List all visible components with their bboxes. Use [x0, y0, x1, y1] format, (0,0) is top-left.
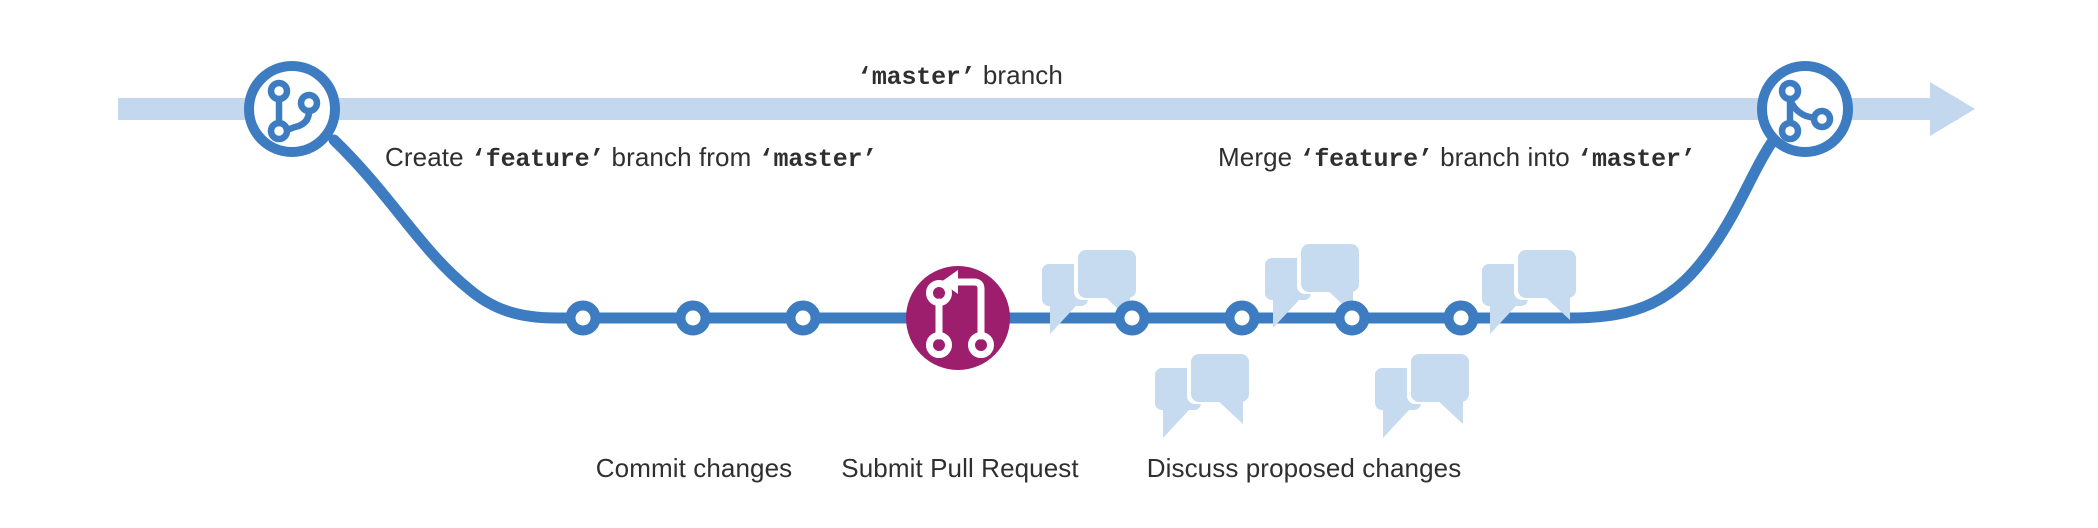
- pull-request-node[interactable]: [906, 266, 1010, 370]
- git-branch-icon: [267, 79, 321, 143]
- commit-dot[interactable]: [565, 300, 601, 336]
- branch-node-right-circle[interactable]: [1757, 61, 1853, 157]
- master-branch-track: [118, 82, 1975, 136]
- comment-bubbles-group-lower: [1155, 352, 1469, 438]
- commit-dot[interactable]: [675, 300, 711, 336]
- comment-bubbles-group-upper: [1042, 242, 1576, 334]
- commit-dots-group: [565, 300, 1479, 336]
- git-pull-request-icon: [926, 278, 994, 358]
- speech-bubbles-icon: [1482, 248, 1576, 334]
- speech-bubbles-icon: [1155, 352, 1249, 438]
- pull-request-arrowhead: [941, 270, 958, 294]
- commit-dot[interactable]: [1224, 300, 1260, 336]
- commit-dot[interactable]: [785, 300, 821, 336]
- speech-bubbles-icon: [1265, 242, 1359, 328]
- master-branch-bar: [118, 98, 1958, 120]
- branch-point-node-right[interactable]: [1757, 61, 1853, 157]
- speech-bubbles-icon: [1042, 248, 1136, 334]
- commit-dot[interactable]: [1334, 300, 1370, 336]
- git-merge-icon: [1778, 79, 1834, 143]
- arrow-right-icon: [1912, 82, 1975, 136]
- speech-bubbles-icon: [1375, 352, 1469, 438]
- branch-point-node-left[interactable]: [244, 61, 340, 157]
- commit-dot[interactable]: [1443, 300, 1479, 336]
- commit-dot[interactable]: [1114, 300, 1150, 336]
- branch-node-left-circle[interactable]: [244, 61, 340, 157]
